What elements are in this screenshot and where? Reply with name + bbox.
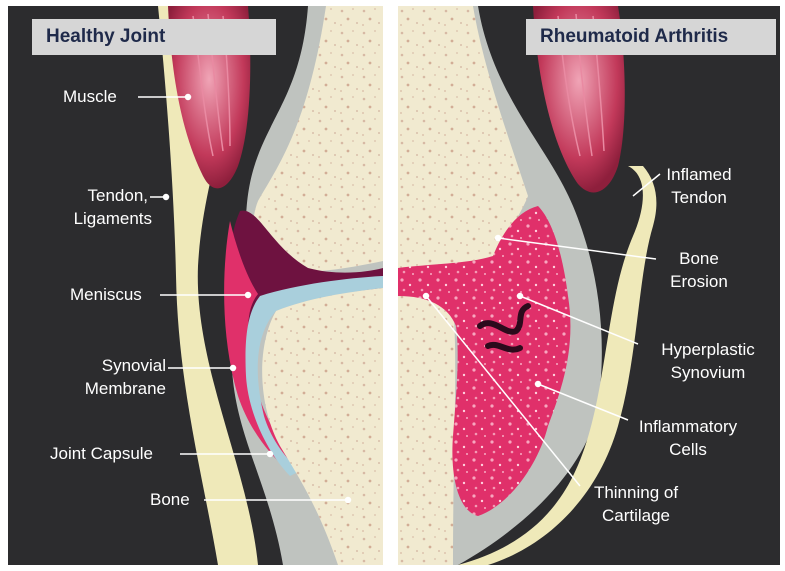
bone-label: Bone [150,489,190,511]
meniscus-label: Meniscus [70,284,142,306]
muscle-label: Muscle [63,86,117,108]
ra-lower-bone-shape [398,286,455,565]
hyperplastic-synovium-label-line2: Synovium [638,362,778,384]
thinning-cartilage-label-line1: Thinning of [576,482,696,504]
rheumatoid-arthritis-panel: Rheumatoid Arthritis Inflamed Tendon Bon… [398,6,780,565]
thinning-cartilage-label-line2: Cartilage [576,505,696,527]
inflammatory-cells-label-line1: Inflammatory [623,416,753,438]
inflammatory-cells-label-line2: Cells [623,439,753,461]
tendon-label-line2: Ligaments [48,208,152,230]
inflamed-tendon-label-line2: Tendon [648,187,750,209]
synovial-label-line2: Membrane [58,378,166,400]
tendon-label-line1: Tendon, [48,185,148,207]
healthy-joint-panel: Healthy Joint Muscle Tendon, Ligaments M… [8,6,383,565]
joint-capsule-label: Joint Capsule [50,443,153,465]
bone-erosion-label-line2: Erosion [648,271,750,293]
healthy-joint-title: Healthy Joint [32,19,276,55]
bone-erosion-label-line1: Bone [648,248,750,270]
synovial-label-line1: Synovial [58,355,166,377]
hyperplastic-synovium-label-line1: Hyperplastic [638,339,778,361]
rheumatoid-arthritis-title: Rheumatoid Arthritis [526,19,776,55]
inflamed-tendon-label-line1: Inflamed [648,164,750,186]
